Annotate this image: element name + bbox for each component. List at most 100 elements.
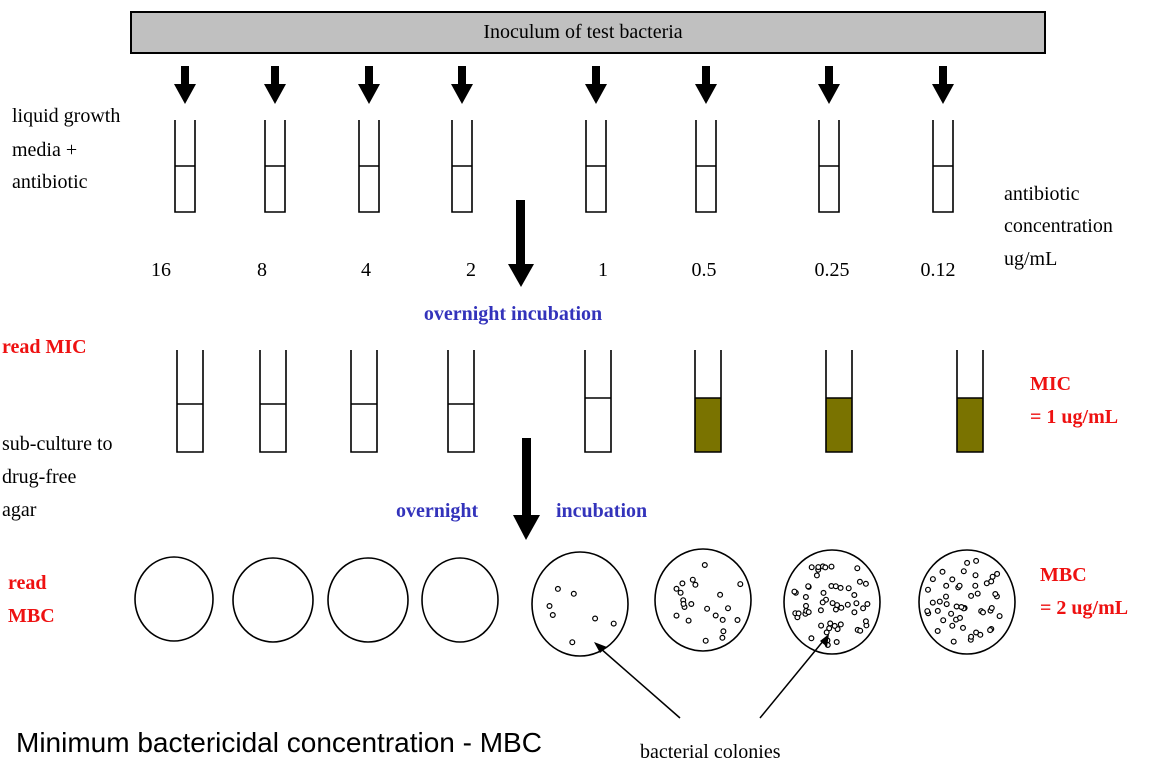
bacterial-colony — [958, 603, 965, 610]
inoculum-arrow — [358, 66, 380, 104]
bacterial-colony — [851, 591, 858, 598]
bacterial-colony — [992, 590, 999, 597]
bacterial-colony — [956, 582, 963, 589]
concentration-value: 4 — [361, 259, 371, 281]
mic-result-line1: MIC — [1030, 373, 1071, 395]
mbc-result-line1: MBC — [1040, 564, 1087, 586]
bacterial-colony — [832, 583, 839, 590]
bacterial-colony — [977, 631, 984, 638]
bacterial-colony — [988, 578, 995, 585]
bacterial-colony — [994, 570, 1001, 577]
agar-plate — [232, 557, 314, 643]
clear-tube — [176, 350, 204, 453]
bacterial-colony — [802, 602, 809, 609]
bacterial-colony — [823, 629, 830, 636]
bacterial-colony — [934, 607, 941, 614]
bacterial-colony — [979, 609, 986, 616]
bacterial-colony — [943, 582, 950, 589]
bacterial-colony — [924, 586, 931, 593]
bacterial-colony — [554, 585, 561, 592]
agar-plate — [134, 556, 214, 642]
bacterial-colony — [949, 576, 956, 583]
bacterial-colony — [685, 617, 692, 624]
incubation-arrow-2 — [513, 438, 540, 540]
liquid-media-label-line2: media + — [12, 139, 77, 161]
mbc-result-line2: = 2 ug/mL — [1040, 597, 1128, 619]
overnight-label: overnight — [396, 500, 479, 522]
bacterial-colony — [988, 604, 995, 611]
turbid-tube — [956, 350, 984, 453]
inoculum-arrow — [174, 66, 196, 104]
concentration-value: 1 — [598, 259, 608, 281]
bacterial-colony — [819, 599, 826, 606]
bacterial-colony — [864, 600, 871, 607]
incubation-label: incubation — [556, 500, 647, 522]
bacterial-colony — [791, 588, 798, 595]
bacterial-colony — [943, 601, 950, 608]
bacterial-colony — [950, 638, 957, 645]
bacterial-colony — [677, 589, 684, 596]
bacterial-colony — [862, 618, 869, 625]
bacterial-colony — [862, 580, 869, 587]
bacterial-colony — [989, 573, 996, 580]
bacterial-colony — [610, 620, 617, 627]
bacterial-colony — [936, 598, 943, 605]
bacterial-colony — [948, 610, 955, 617]
bacterial-colony — [845, 585, 852, 592]
inoculum-header-box — [130, 11, 1046, 54]
bacterial-colony — [828, 563, 835, 570]
bacterial-colony — [720, 628, 727, 635]
bacterial-colony — [805, 583, 812, 590]
bacterial-colony — [673, 612, 680, 619]
bacterial-colony — [959, 624, 966, 631]
inoculum-arrow — [695, 66, 717, 104]
subculture-label-line1: sub-culture to — [2, 433, 113, 455]
bacterial-colony — [817, 607, 824, 614]
agar-plate — [421, 557, 499, 643]
bacterial-colony — [831, 622, 838, 629]
bacterial-colony — [853, 600, 860, 607]
concentration-axis-label-line2: concentration — [1004, 215, 1113, 237]
inoculum-arrow — [818, 66, 840, 104]
bacterial-colony — [737, 581, 744, 588]
bacterial-colony — [949, 622, 956, 629]
read-mbc-line2: MBC — [8, 605, 55, 627]
turbid-tube — [694, 350, 722, 453]
clear-tube — [584, 350, 612, 453]
bacterial-colony — [813, 572, 820, 579]
subculture-label-line2: drug-free — [2, 466, 77, 488]
concentration-value: 0.5 — [692, 259, 717, 281]
footer-title: Minimum bactericidal concentration - MBC — [16, 727, 542, 758]
bacterial-colony — [702, 637, 709, 644]
overnight-incubation-label: overnight incubation — [424, 303, 602, 325]
bacterial-colony — [974, 590, 981, 597]
read-mbc-line1: read — [8, 572, 47, 594]
test-tube — [695, 120, 717, 213]
bacterial-colony — [795, 610, 802, 617]
inoculum-header-title: Inoculum of test bacteria — [483, 21, 682, 43]
clear-tube — [350, 350, 378, 453]
bacterial-colony — [924, 608, 931, 615]
bacterial-colony — [808, 564, 815, 571]
test-tube — [264, 120, 286, 213]
bacterial-colony — [592, 615, 599, 622]
liquid-media-label-line1: liquid growth — [12, 105, 120, 127]
bacterial-colony — [960, 568, 967, 575]
inoculum-arrow — [451, 66, 473, 104]
bacterial-colony — [805, 609, 812, 616]
bacterial-colony — [940, 617, 947, 624]
bacterial-colony — [692, 581, 699, 588]
bacterial-colony — [838, 604, 845, 611]
bacterial-colony — [826, 625, 833, 632]
agar-plate — [531, 551, 629, 657]
bacterial-colony — [717, 591, 724, 598]
bacterial-colony — [673, 585, 680, 592]
bacterial-colony — [972, 582, 979, 589]
concentration-value: 16 — [151, 259, 171, 281]
bacterial-colony — [929, 599, 936, 606]
bacterial-colony — [968, 592, 975, 599]
concentration-axis-label-line1: antibiotic — [1004, 183, 1080, 205]
bacterial-colony — [680, 600, 687, 607]
